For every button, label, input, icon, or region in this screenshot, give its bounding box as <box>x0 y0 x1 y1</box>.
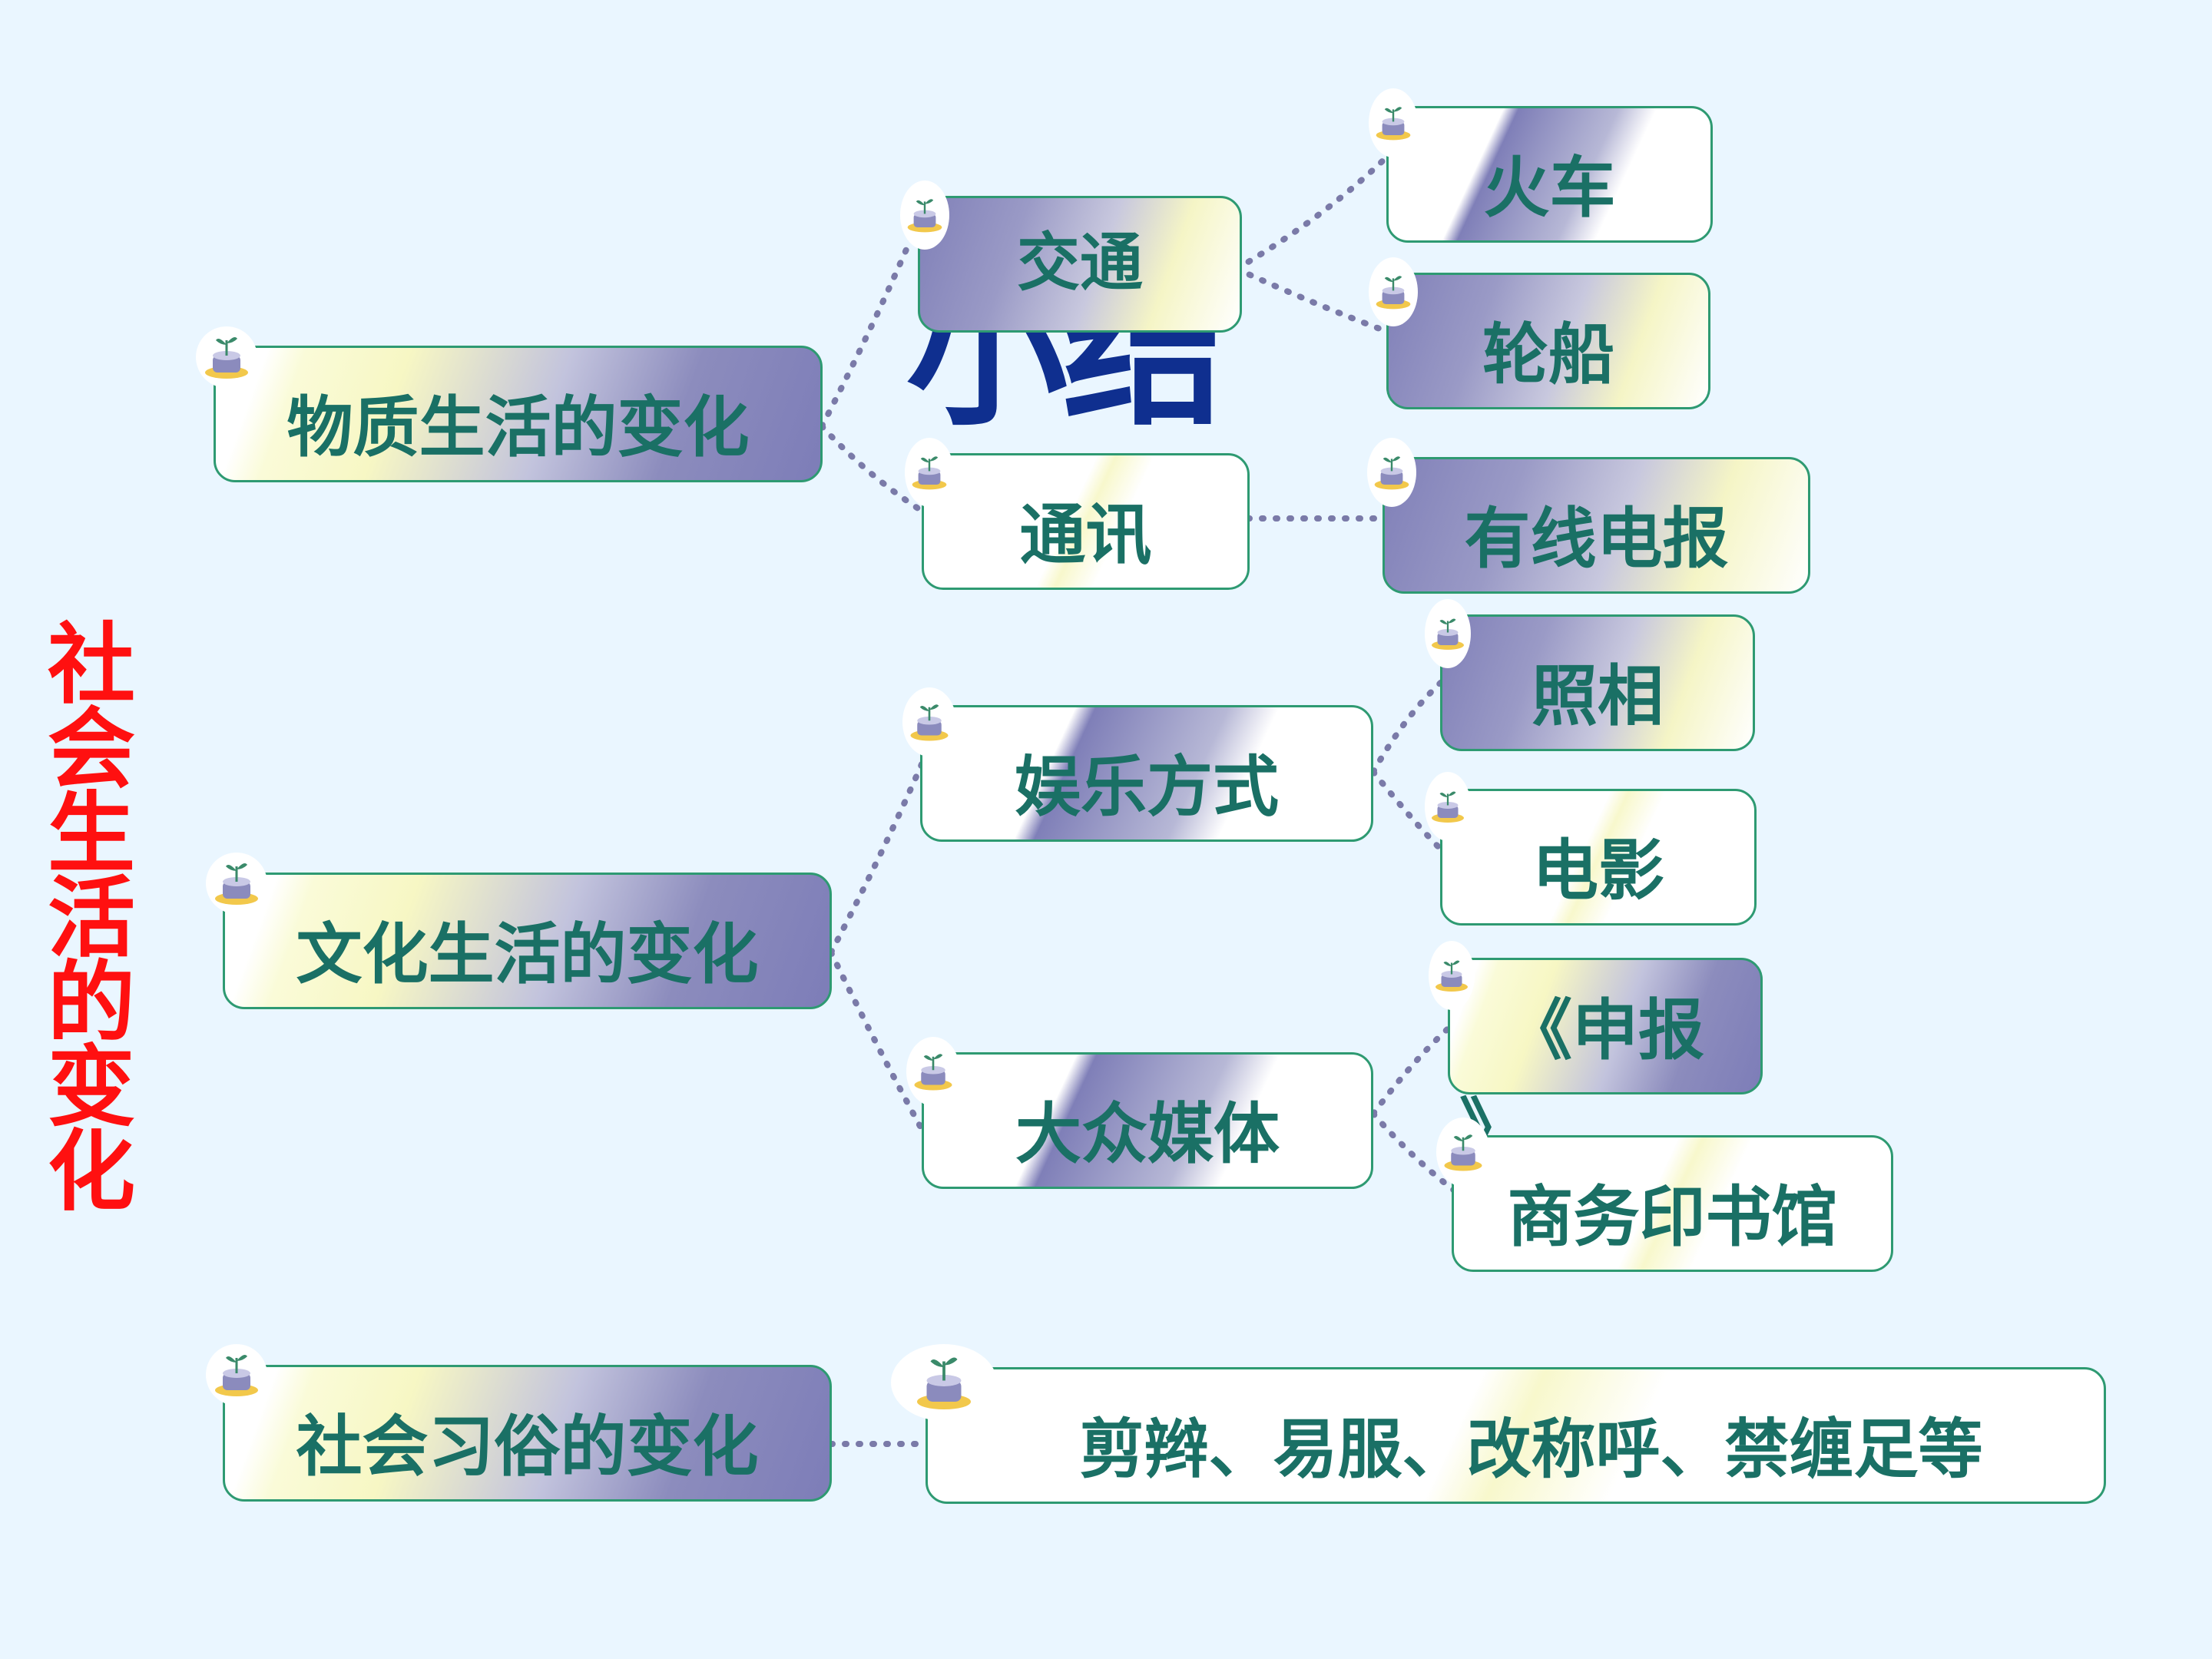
sprout-pot-icon <box>196 326 257 388</box>
sprout-pot-icon <box>1436 1118 1490 1187</box>
sprout-pot-icon <box>1369 257 1418 326</box>
node-label: 电影 <box>1532 832 1664 909</box>
link-transport-steamship <box>1233 266 1397 337</box>
node-mass-media[interactable]: 大众媒体 <box>922 1052 1373 1189</box>
node-movie[interactable]: 电影 <box>1440 789 1757 926</box>
node-label: 商务印书馆 <box>1507 1178 1838 1256</box>
sprout-pot-icon <box>1425 599 1471 668</box>
sprout-pot-icon <box>905 438 954 507</box>
sprout-pot-icon <box>1367 438 1416 507</box>
sprout-pot-icon <box>1429 941 1475 1010</box>
sidebar-title: 社 会 生 活 的 变 化 <box>41 613 141 1223</box>
node-label: 大众媒体 <box>1015 1095 1280 1173</box>
node-label: 交通 <box>1016 226 1143 300</box>
node-label: 社会习俗的变化 <box>296 1408 759 1485</box>
sprout-pot-icon <box>906 1037 960 1106</box>
link-entertainment-movie <box>1370 769 1447 856</box>
node-label: 通讯 <box>1019 496 1152 574</box>
node-label: 轮船 <box>1482 316 1614 393</box>
sprout-pot-icon <box>206 853 267 914</box>
sidebar-title-char: 会 <box>47 697 135 800</box>
node-telegraph[interactable]: 有线电报 <box>1382 457 1810 594</box>
node-material-life[interactable]: 物质生活的变化 <box>214 346 823 482</box>
node-photography[interactable]: 照相 <box>1440 614 1755 751</box>
node-social-customs[interactable]: 社会习俗的变化 <box>223 1365 832 1502</box>
sidebar-title-char: 的 <box>47 951 135 1054</box>
sidebar-title-char: 生 <box>47 782 135 885</box>
node-entertainment[interactable]: 娱乐方式 <box>920 705 1373 842</box>
node-communication[interactable]: 通讯 <box>922 453 1250 590</box>
node-label: 物质生活的变化 <box>286 389 750 466</box>
node-label: 火车 <box>1483 149 1616 227</box>
node-label: 剪辫、易服、改称呼、禁缠足等 <box>1079 1411 1983 1487</box>
sidebar-title-char: 社 <box>47 613 135 716</box>
link-material-communication <box>819 423 925 514</box>
sprout-pot-icon <box>206 1344 267 1406</box>
node-train[interactable]: 火车 <box>1386 106 1713 243</box>
node-shenbao[interactable]: 《申报 <box>1448 958 1763 1094</box>
sidebar-title-char: 化 <box>47 1120 135 1223</box>
link-entertainment-photography <box>1370 677 1447 775</box>
node-cultural-life[interactable]: 文化生活的变化 <box>223 873 832 1009</box>
node-steamship[interactable]: 轮船 <box>1386 273 1710 409</box>
sprout-pot-icon <box>900 180 949 250</box>
node-label: 文化生活的变化 <box>296 916 759 993</box>
node-customs-detail[interactable]: 剪辫、易服、改称呼、禁缠足等 <box>926 1367 2106 1504</box>
link-culture-media <box>828 949 925 1132</box>
link-media-shenbao <box>1370 1022 1455 1117</box>
sprout-pot-icon <box>1425 772 1471 841</box>
sprout-pot-icon <box>891 1344 997 1421</box>
sidebar-title-char: 变 <box>47 1035 135 1138</box>
node-transport[interactable]: 交通 <box>918 196 1242 333</box>
node-commercial-press[interactable]: 商务印书馆 <box>1452 1135 1893 1272</box>
node-label: 《申报 <box>1506 992 1704 1069</box>
link-transport-train <box>1233 147 1397 272</box>
node-label: 有线电报 <box>1464 500 1729 578</box>
node-label: 娱乐方式 <box>1015 748 1279 826</box>
node-label: 照相 <box>1532 657 1664 735</box>
sidebar-title-char: 活 <box>47 866 135 969</box>
sprout-pot-icon <box>902 687 956 757</box>
sprout-pot-icon <box>1369 88 1418 157</box>
link-material-transport <box>819 220 921 429</box>
link-culture-entertainment <box>828 761 925 955</box>
link-media-commercial <box>1370 1111 1462 1197</box>
